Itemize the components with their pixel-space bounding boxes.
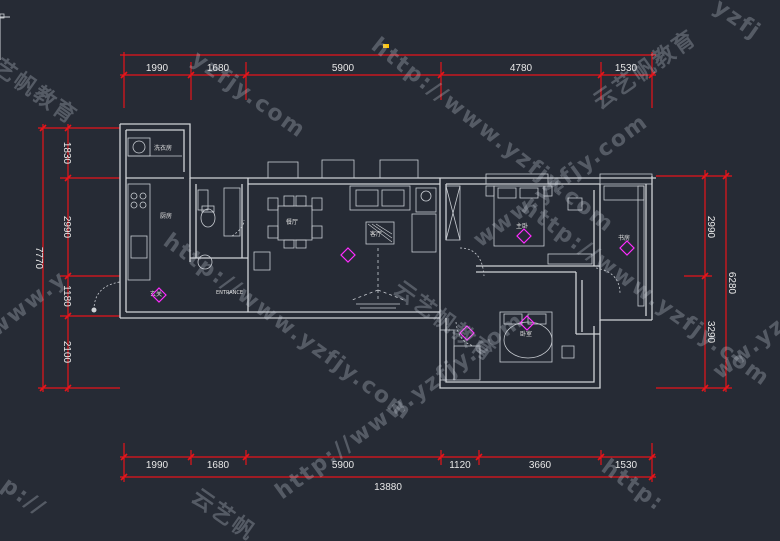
- ucs-icon: [0, 13, 10, 60]
- marker-corridor: [459, 325, 475, 341]
- bottom-dim-4: 1120: [449, 460, 471, 471]
- watermark-url-2: http://www.yzfjy.com: [366, 33, 619, 238]
- room-label-laundry: 洗衣房: [154, 144, 172, 152]
- right-dim-1: 2990: [705, 216, 716, 239]
- left-dim-total: 7770: [33, 247, 44, 270]
- top-dimension-chain: 1990 1680 5900 4780 1530: [120, 52, 656, 108]
- marker-study: [619, 240, 635, 256]
- marker-living: [340, 247, 356, 263]
- right-dim-total: 6280: [726, 272, 737, 295]
- right-dimension-chain: 2990 3290 6280: [656, 170, 737, 392]
- top-dim-1: 1990: [146, 63, 169, 74]
- right-dim-2: 3290: [705, 321, 716, 344]
- top-dim-4: 4780: [510, 63, 533, 74]
- room-label-master-bedroom: 主卧: [516, 222, 528, 230]
- marker-bedroom2: [519, 315, 535, 331]
- room-markers: [151, 228, 635, 341]
- bottom-dim-1: 1990: [146, 460, 169, 471]
- room-label-dining: 餐厅: [286, 218, 298, 226]
- watermark-url-3: http://www.yzfjy.com: [158, 229, 416, 426]
- marker-entry: [151, 287, 167, 303]
- room-label-entry-tag: ENTRANCE: [216, 290, 243, 296]
- room-label-entry: 玄关: [150, 290, 162, 298]
- top-dim-2: 1680: [207, 63, 230, 74]
- left-dim-4: 2100: [61, 341, 72, 364]
- furniture: [91, 137, 645, 381]
- watermark-brand-4: 云艺帆: [187, 484, 261, 541]
- left-dim-1: 1830: [61, 142, 72, 165]
- bottom-dimension-chain: 1990 1680 5900 1120 3660 1530 13880: [120, 443, 656, 493]
- bottom-dim-3: 5900: [332, 460, 355, 471]
- room-label-living: 客厅: [370, 230, 382, 238]
- bottom-dim-5: 3660: [529, 460, 552, 471]
- room-label-bedroom2: 卧室: [520, 330, 532, 338]
- left-dimension-chain: 1830 2990 1180 2100 7770: [33, 124, 120, 392]
- bottom-dim-6: 1530: [615, 460, 638, 471]
- room-labels: 洗衣房 厨房 餐厅 客厅 主卧 书房 卧室 玄关 ENTRANCE: [150, 144, 630, 338]
- top-dim-3: 5900: [332, 63, 355, 74]
- left-dim-2: 2990: [61, 216, 72, 239]
- room-label-kitchen: 厨房: [160, 212, 172, 220]
- bottom-dim-total: 13880: [374, 482, 402, 493]
- watermark-url-1: yzfjy.com: [187, 46, 311, 143]
- room-label-study: 书房: [618, 234, 630, 242]
- bottom-dim-2: 1680: [207, 460, 230, 471]
- watermark-fragment-bottom-left: p://: [0, 473, 51, 522]
- marker-master: [516, 228, 532, 244]
- origin-marker: [383, 44, 389, 48]
- top-dim-5: 1530: [615, 63, 638, 74]
- left-dim-3: 1180: [61, 285, 72, 307]
- watermark-fragment-top-right: yzfj: [709, 0, 766, 45]
- watermark-brand-1: 云艺帆教育: [589, 25, 702, 115]
- watermark-brand-2: 艺帆教育: [0, 54, 82, 130]
